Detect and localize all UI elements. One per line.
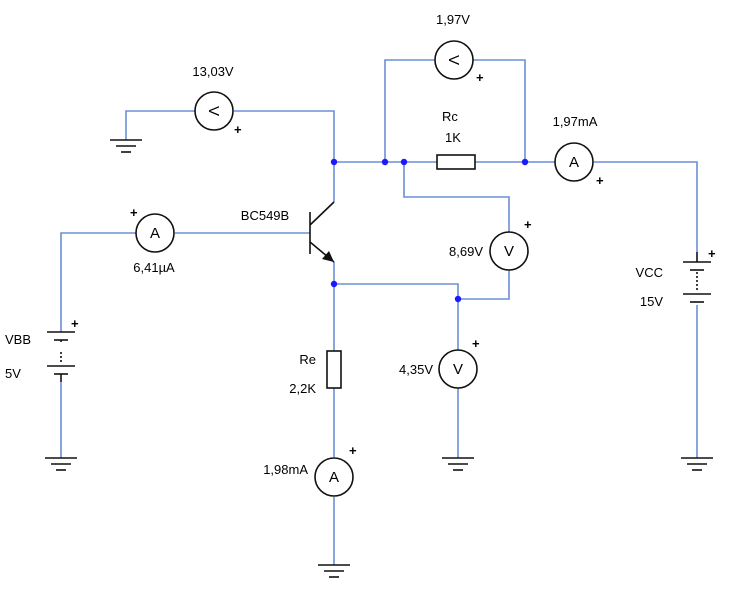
label-transistor: BC549B — [241, 208, 289, 223]
wire-emitter-node — [333, 262, 459, 351]
label-rc-name: Rc — [442, 109, 458, 124]
label-v-ce: 8,69V — [449, 244, 483, 259]
svg-text:V: V — [205, 106, 222, 116]
svg-text:V: V — [504, 243, 514, 260]
voltmeter-re-icon: V — [438, 349, 478, 389]
wire-vbb-to-ammeter — [60, 232, 136, 332]
resistor-re — [326, 350, 342, 389]
ground-icon-vbb — [45, 457, 77, 471]
label-i-base: 6,41µA — [133, 260, 175, 275]
wire-gnd-to-vm1 — [125, 110, 195, 140]
svg-text:A: A — [150, 225, 160, 242]
wire-vm1-to-collector — [234, 110, 335, 162]
plus-vbb: + — [71, 316, 79, 331]
svg-text:V: V — [453, 361, 463, 378]
voltmeter-rc-icon: V — [434, 40, 474, 80]
resistor-rc — [436, 154, 476, 170]
battery-vbb-icon — [47, 331, 75, 382]
plus-vm-base: + — [234, 122, 242, 137]
junction-collector — [330, 158, 338, 166]
wire-ammeter-to-vcc — [594, 161, 698, 252]
voltmeter-vce-icon: V — [489, 231, 529, 271]
ammeter-base-icon: A — [135, 213, 175, 253]
junction-vce-top — [400, 158, 408, 166]
label-v-rc: 1,97V — [436, 12, 470, 27]
plus-am-emitter: + — [349, 443, 357, 458]
plus-vm-vce: + — [524, 217, 532, 232]
label-i-collector: 1,97mA — [553, 114, 598, 129]
ammeter-collector-icon: A — [554, 142, 594, 182]
ground-icon-emitter — [318, 564, 350, 578]
junction-vm2-left — [381, 158, 389, 166]
plus-am-base: + — [130, 205, 138, 220]
voltmeter-base-icon: V — [194, 91, 234, 131]
junction-emitter — [330, 280, 338, 288]
junction-vre-top — [454, 295, 462, 303]
labels: 13,03V 1,97V Rc 1K 1,97mA BC549B 6,41µA … — [5, 12, 663, 477]
polarity-marks: + + + + + + + + + — [71, 70, 716, 458]
ground-icon-vcc — [681, 457, 713, 471]
svg-text:V: V — [445, 55, 462, 65]
junctions — [330, 158, 529, 303]
plus-vcc: + — [708, 246, 716, 261]
label-v-base-ground: 13,03V — [192, 64, 234, 79]
label-vcc-value: 15V — [640, 294, 663, 309]
ground-icon-top-left — [110, 139, 142, 153]
label-vbb-name: VBB — [5, 332, 31, 347]
junction-vm2-right — [521, 158, 529, 166]
svg-text:A: A — [329, 469, 339, 486]
label-vcc-name: VCC — [636, 265, 663, 280]
battery-vcc-icon — [683, 252, 711, 303]
label-rc-value: 1K — [445, 130, 461, 145]
wires — [60, 59, 698, 565]
plus-vm-re: + — [472, 336, 480, 351]
label-re-name: Re — [299, 352, 316, 367]
plus-vm-rc: + — [476, 70, 484, 85]
wire-vce-bottom — [458, 270, 510, 300]
label-i-emitter: 1,98mA — [263, 462, 308, 477]
wire-vm2-right — [473, 59, 526, 162]
wire-vce-top — [403, 162, 510, 233]
ground-icon-vre — [442, 457, 474, 471]
label-vbb-value: 5V — [5, 366, 21, 381]
wire-vm2-left — [384, 59, 435, 162]
label-re-value: 2,2K — [289, 381, 316, 396]
ammeter-emitter-icon: A — [314, 457, 354, 497]
label-v-re: 4,35V — [399, 362, 433, 377]
plus-am-collector: + — [596, 173, 604, 188]
npn-transistor-icon — [309, 201, 335, 263]
svg-text:A: A — [569, 154, 579, 171]
